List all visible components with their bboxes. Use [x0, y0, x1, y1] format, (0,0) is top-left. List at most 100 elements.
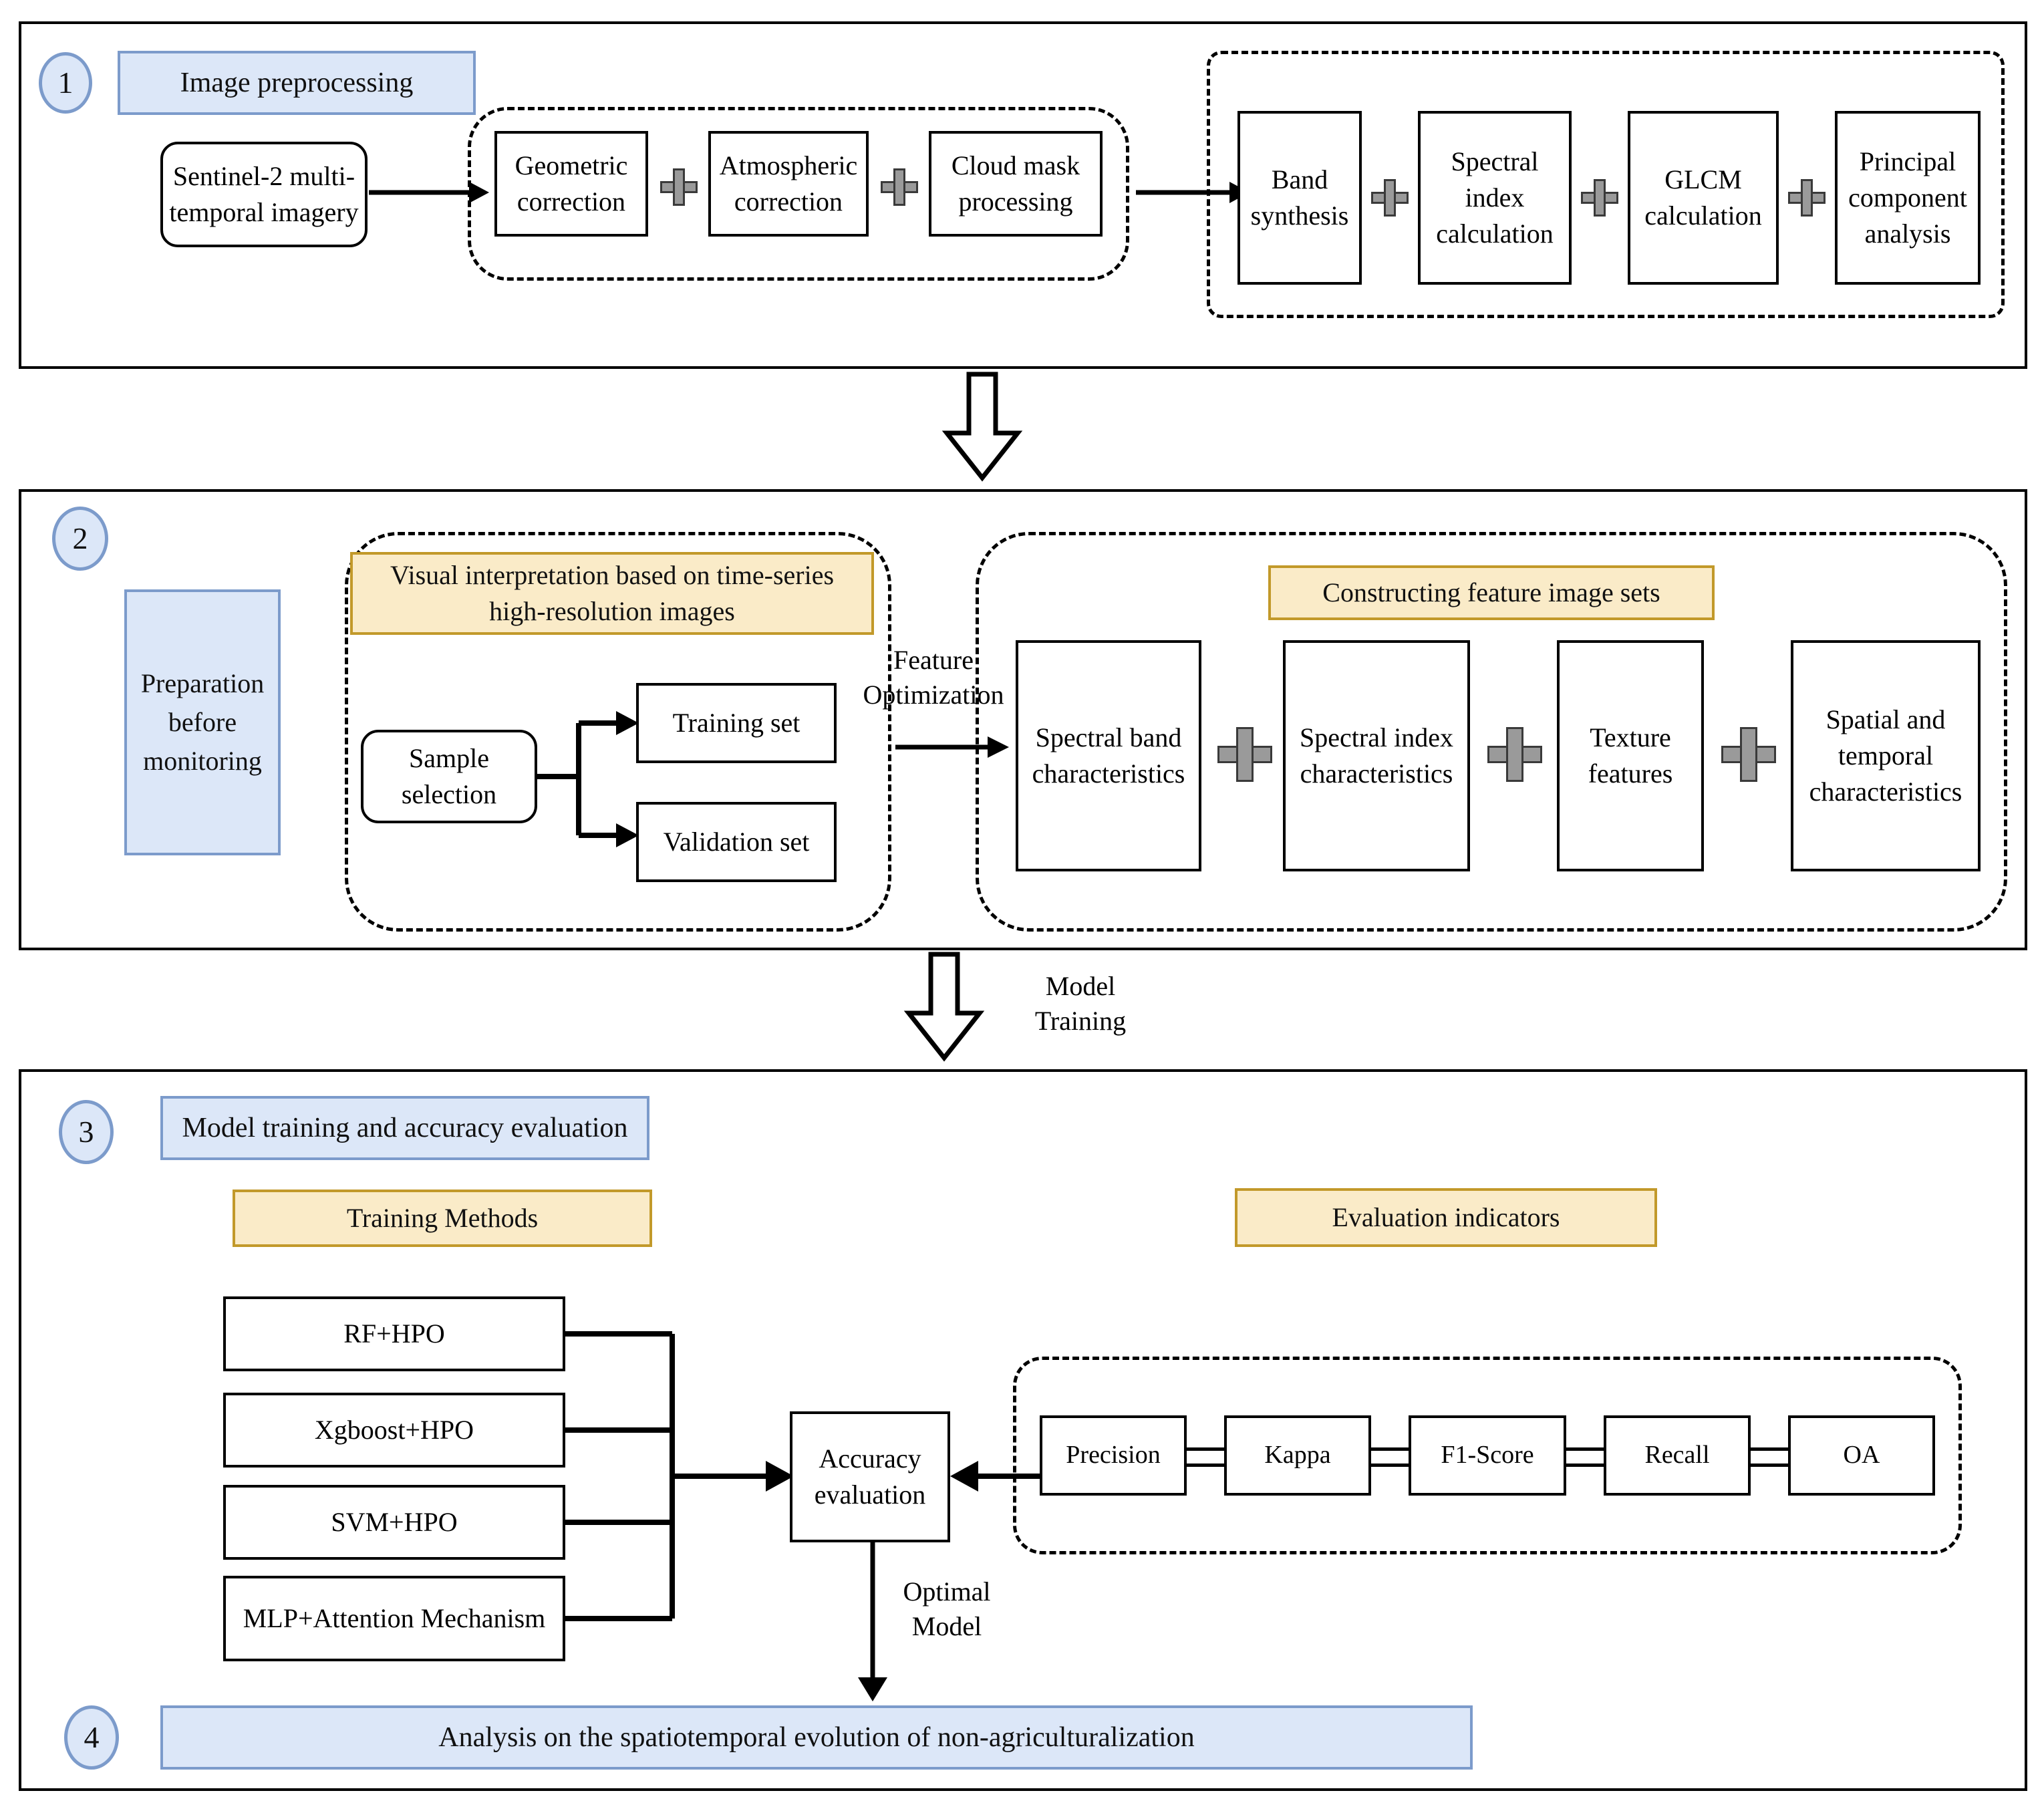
node-atmospheric-correction: Atmospheric correction	[708, 131, 869, 237]
node-method-xgboost-hpo-label: Xgboost+HPO	[314, 1415, 474, 1445]
node-indicator-precision: Precision	[1040, 1415, 1187, 1496]
node-indicator-f1-score: F1-Score	[1409, 1415, 1566, 1496]
node-accuracy-evaluation: Accuracy evaluation	[790, 1411, 950, 1542]
node-spectral-index-calc-label: Spectral index calculation	[1436, 146, 1554, 249]
step-2-label: 2	[72, 521, 88, 555]
section-3-banner: Model training and accuracy evaluation	[160, 1096, 649, 1160]
node-texture-features-label: Texture features	[1588, 722, 1673, 789]
arrow-feature-optimization	[895, 736, 1009, 758]
node-principal-component-analysis: Principal component analysis	[1835, 111, 1981, 285]
connector-indicator-1	[1185, 1447, 1225, 1451]
node-indicator-kappa-label: Kappa	[1264, 1441, 1331, 1470]
evaluation-indicators-label: Evaluation indicators	[1235, 1188, 1657, 1247]
step-number-2: 2	[52, 507, 108, 571]
model-training-text: Model Training	[1034, 971, 1127, 1036]
plus-icon-a2	[881, 168, 918, 206]
plus-icon-f1	[1217, 727, 1272, 782]
step-1-label: 1	[57, 65, 74, 100]
training-methods-label: Training Methods	[233, 1190, 652, 1247]
node-spectral-band-characteristics: Spectral band characteristics	[1016, 640, 1201, 871]
arrow-optimal-model	[858, 1542, 887, 1701]
feature-image-sets-group	[976, 532, 2007, 932]
training-methods-label-text: Training Methods	[346, 1203, 539, 1233]
feature-optimization-text: Feature Optimization	[863, 645, 1004, 710]
step-4-label: 4	[84, 1720, 100, 1754]
node-indicator-oa: OA	[1788, 1415, 1935, 1496]
feature-optimization-label: Feature Optimization	[850, 643, 1017, 712]
constructing-feature-label: Constructing feature image sets	[1268, 565, 1715, 620]
connector-indicator-3	[1565, 1447, 1605, 1451]
node-method-svm-hpo: SVM+HPO	[223, 1485, 565, 1560]
step-3-label: 3	[78, 1115, 94, 1149]
arrow-source-to-groupa	[369, 182, 489, 203]
optimal-model-label: Optimal Model	[877, 1574, 1017, 1644]
node-accuracy-evaluation-label: Accuracy evaluation	[814, 1443, 926, 1510]
node-method-svm-hpo-label: SVM+HPO	[331, 1507, 458, 1537]
node-indicator-f1-score-label: F1-Score	[1441, 1441, 1534, 1470]
node-indicator-oa-label: OA	[1843, 1441, 1880, 1470]
node-method-rf-hpo-label: RF+HPO	[343, 1318, 445, 1349]
preprocessing-group	[468, 107, 1129, 281]
constructing-feature-label-text: Constructing feature image sets	[1322, 577, 1660, 607]
node-texture-features: Texture features	[1557, 640, 1704, 871]
model-training-label: Model Training	[997, 969, 1164, 1038]
block-arrow-section1-to-2	[941, 372, 1023, 482]
plus-icon-a1	[660, 168, 698, 206]
node-spatial-temporal-label: Spatial and temporal characteristics	[1809, 704, 1962, 807]
node-geometric-correction-label: Geometric correction	[515, 150, 628, 217]
node-training-set-label: Training set	[672, 708, 800, 738]
step-number-3: 3	[59, 1100, 114, 1164]
node-spectral-band-label: Spectral band characteristics	[1032, 722, 1185, 789]
node-validation-set-label: Validation set	[663, 827, 810, 857]
evaluation-indicators-label-text: Evaluation indicators	[1332, 1202, 1560, 1232]
block-arrow-section2-to-3	[903, 952, 985, 1062]
node-sample-selection: Sample selection	[361, 730, 537, 823]
node-atmospheric-correction-label: Atmospheric correction	[719, 150, 858, 217]
section-4-banner-label: Analysis on the spatiotemporal evolution…	[438, 1722, 1195, 1753]
connector-indicator-4b	[1749, 1464, 1789, 1467]
connector-indicator-2	[1370, 1447, 1410, 1451]
node-method-xgboost-hpo: Xgboost+HPO	[223, 1393, 565, 1468]
visual-interpretation-label: Visual interpretation based on time-seri…	[350, 552, 874, 635]
visual-interpretation-label-text: Visual interpretation based on time-seri…	[390, 560, 835, 626]
node-band-synthesis: Band synthesis	[1237, 111, 1362, 285]
node-indicator-recall: Recall	[1604, 1415, 1751, 1496]
node-glcm-calculation: GLCM calculation	[1628, 111, 1779, 285]
section-4-banner: Analysis on the spatiotemporal evolution…	[160, 1705, 1473, 1770]
connector-indicator-1b	[1185, 1464, 1225, 1467]
node-indicator-precision-label: Precision	[1066, 1441, 1161, 1470]
node-validation-set: Validation set	[636, 802, 837, 882]
plus-icon-f2	[1487, 727, 1542, 782]
node-glcm-calculation-label: GLCM calculation	[1644, 164, 1762, 231]
source-imagery-label: Sentinel-2 multi-temporal imagery	[169, 161, 359, 227]
plus-icon-b3	[1788, 179, 1826, 217]
visual-interpretation-group	[345, 532, 891, 932]
connector-sample-split	[537, 711, 639, 847]
step-number-4: 4	[64, 1705, 119, 1770]
preparation-block: Preparation before monitoring	[124, 589, 281, 855]
plus-icon-b1	[1371, 179, 1409, 217]
node-band-synthesis-label: Band synthesis	[1250, 164, 1349, 231]
feature-extraction-group	[1207, 51, 2005, 318]
connector-indicator-2b	[1370, 1464, 1410, 1467]
node-spatial-temporal-characteristics: Spatial and temporal characteristics	[1791, 640, 1981, 871]
node-cloud-mask-processing: Cloud mask processing	[929, 131, 1103, 237]
node-method-mlp-attention-label: MLP+Attention Mechanism	[243, 1603, 546, 1633]
node-method-rf-hpo: RF+HPO	[223, 1296, 565, 1371]
plus-icon-f3	[1721, 727, 1776, 782]
section-3-banner-label: Model training and accuracy evaluation	[182, 1113, 628, 1143]
node-spectral-index-calculation: Spectral index calculation	[1418, 111, 1572, 285]
node-indicator-recall-label: Recall	[1644, 1441, 1710, 1470]
connector-indicator-4	[1749, 1447, 1789, 1451]
node-method-mlp-attention: MLP+Attention Mechanism	[223, 1576, 565, 1661]
node-spectral-index-label: Spectral index characteristics	[1300, 722, 1453, 789]
plus-icon-b2	[1581, 179, 1618, 217]
node-geometric-correction: Geometric correction	[494, 131, 648, 237]
node-cloud-mask-label: Cloud mask processing	[951, 150, 1080, 217]
evaluation-indicators-group	[1013, 1357, 1962, 1554]
connector-methods-bus	[565, 1331, 794, 1621]
node-training-set: Training set	[636, 683, 837, 763]
source-imagery-node: Sentinel-2 multi-temporal imagery	[160, 142, 368, 247]
preparation-block-label: Preparation before monitoring	[140, 668, 265, 776]
